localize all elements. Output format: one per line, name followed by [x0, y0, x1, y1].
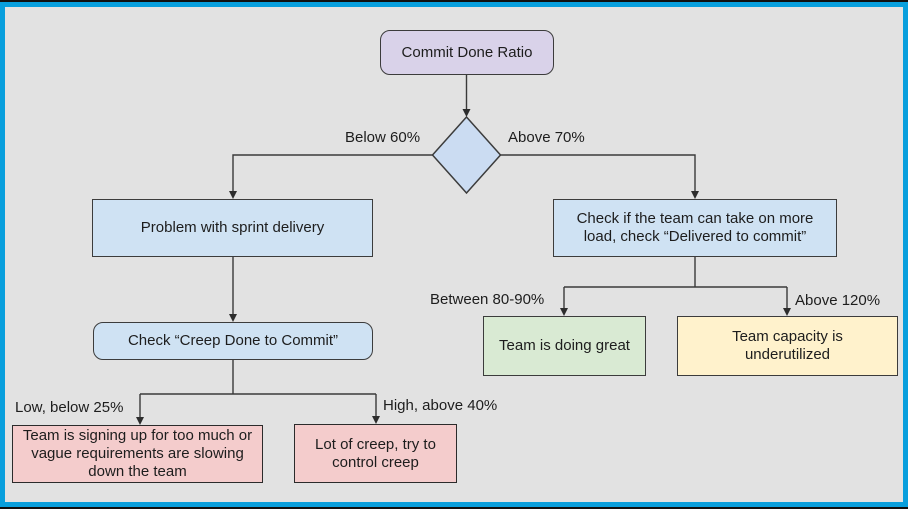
frame-top-edge: [0, 0, 908, 2]
decision-diamond: [431, 115, 502, 195]
node-problem-sprint-delivery: Problem with sprint delivery: [92, 199, 373, 257]
node-lot-of-creep: Lot of creep, try to control creep: [294, 424, 457, 483]
arrowhead-more-load: [691, 191, 699, 199]
edge-label-above-70: Above 70%: [508, 129, 585, 146]
connector-above70: [500, 154, 696, 193]
frame-bottom-edge: [0, 507, 908, 509]
edge-label-above-120: Above 120%: [795, 292, 881, 309]
arrowhead-doing-great: [560, 308, 568, 316]
node-check-take-more-load: Check if the team can take on more load,…: [553, 199, 837, 257]
connector-creep-split: [139, 360, 377, 419]
edge-label-between-80-90: Between 80-90%: [430, 291, 545, 308]
arrowhead-too-much: [136, 417, 144, 425]
arrowhead-lot-of-creep: [372, 416, 380, 424]
arrowhead-problem: [229, 191, 237, 199]
node-team-doing-great: Team is doing great: [483, 316, 646, 376]
node-team-signing-up-too-much: Team is signing up for too much or vague…: [12, 425, 263, 483]
edge-label-low-below-25: Low, below 25%: [15, 399, 124, 416]
arrowhead-check-creep: [229, 314, 237, 322]
edge-label-high-above-40: High, above 40%: [383, 397, 498, 414]
node-commit-done-ratio: Commit Done Ratio: [380, 30, 554, 75]
node-check-creep-done-to-commit: Check “Creep Done to Commit”: [93, 322, 373, 360]
connector-load-split: [563, 257, 788, 310]
arrowhead-underutilized: [783, 308, 791, 316]
node-team-capacity-underutilized: Team capacity is underutilized: [677, 316, 898, 376]
connector-below60: [232, 154, 433, 193]
arrowhead-decision: [462, 109, 471, 117]
edge-label-below-60: Below 60%: [345, 129, 421, 146]
